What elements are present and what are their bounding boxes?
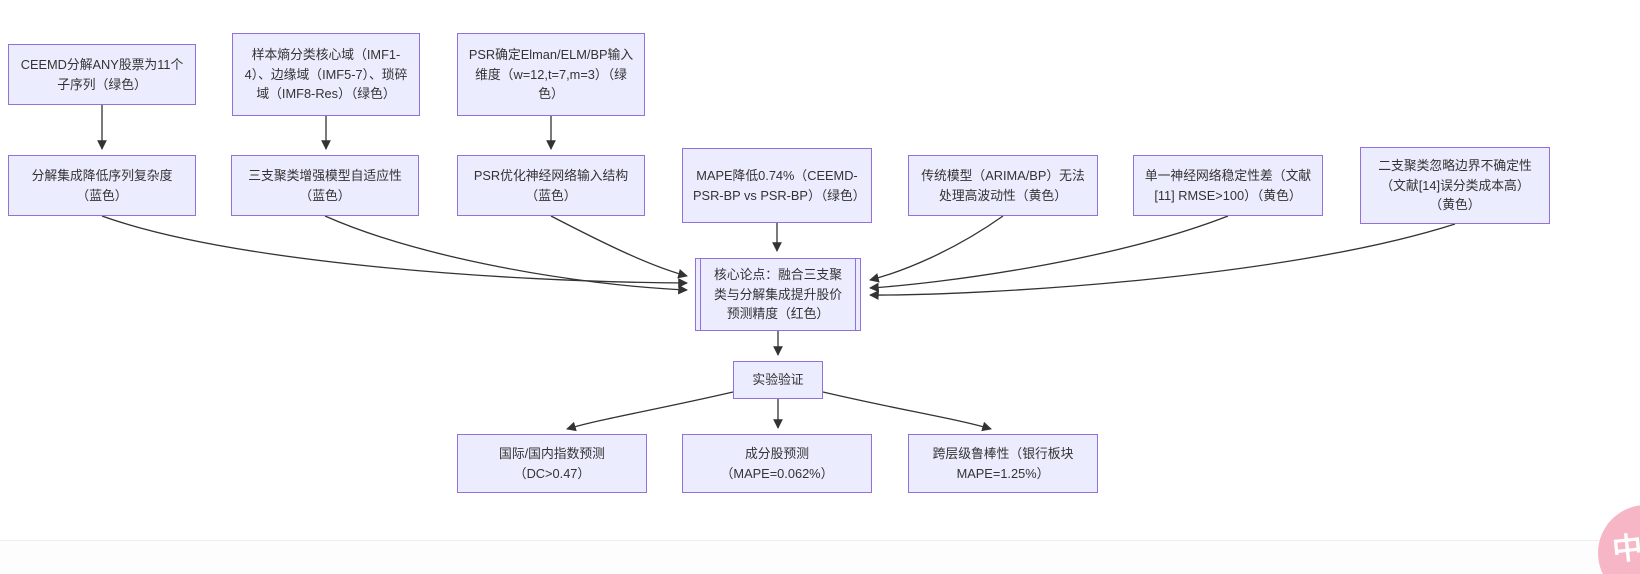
edge-traditional-to-core (869, 215, 1004, 283)
node-single-nn-stability: 单一神经网络稳定性差（文献[11] RMSE>100）（黄色） (1133, 155, 1323, 216)
edge-validation-to-index (566, 391, 734, 432)
node-experiment-validation: 实验验证 (733, 361, 823, 399)
node-index-prediction: 国际/国内指数预测（DC>0.47） (457, 434, 647, 493)
translate-badge-button[interactable]: 中A (1598, 505, 1640, 574)
node-traditional-models: 传统模型（ARIMA/BP）无法处理高波动性（黄色） (908, 155, 1098, 216)
node-core-thesis: 核心论点：融合三支聚类与分解集成提升股价预测精度（红色） (695, 258, 861, 331)
node-mape-reduction: MAPE降低0.74%（CEEMD-PSR-BP vs PSR-BP）（绿色） (682, 148, 872, 223)
node-three-way-adaptivity: 三支聚类增强模型自适应性（蓝色） (231, 155, 419, 216)
node-psr-dimension: PSR确定Elman/ELM/BP输入维度（w=12,t=7,m=3）（绿色） (457, 33, 645, 116)
edge-stability-to-core (869, 215, 1229, 293)
edge-validation-to-robustness (822, 391, 992, 432)
edge-complexity-to-core (101, 215, 688, 288)
bottom-strip (0, 540, 1640, 574)
node-two-way-clustering: 二支聚类忽略边界不确定性（文献[14]误分类成本高）（黄色） (1360, 147, 1550, 224)
edge-structure-to-core (550, 215, 688, 279)
node-robustness: 跨层级鲁棒性（银行板块 MAPE=1.25%） (908, 434, 1098, 493)
translate-badge-label: 中A (1610, 529, 1640, 568)
edge-adaptivity-to-core (324, 215, 688, 295)
node-decomposition-complexity: 分解集成降低序列复杂度（蓝色） (8, 155, 196, 216)
node-constituent-prediction: 成分股预测（MAPE=0.062%） (682, 434, 872, 493)
node-ceemd-decompose: CEEMD分解ANY股票为11个子序列（绿色） (8, 44, 196, 105)
edge-twoway-to-core (869, 223, 1456, 300)
node-psr-structure: PSR优化神经网络输入结构（蓝色） (457, 155, 645, 216)
node-sample-entropy: 样本熵分类核心域（IMF1-4）、边缘域（IMF5-7）、琐碎域（IMF8-Re… (232, 33, 420, 116)
